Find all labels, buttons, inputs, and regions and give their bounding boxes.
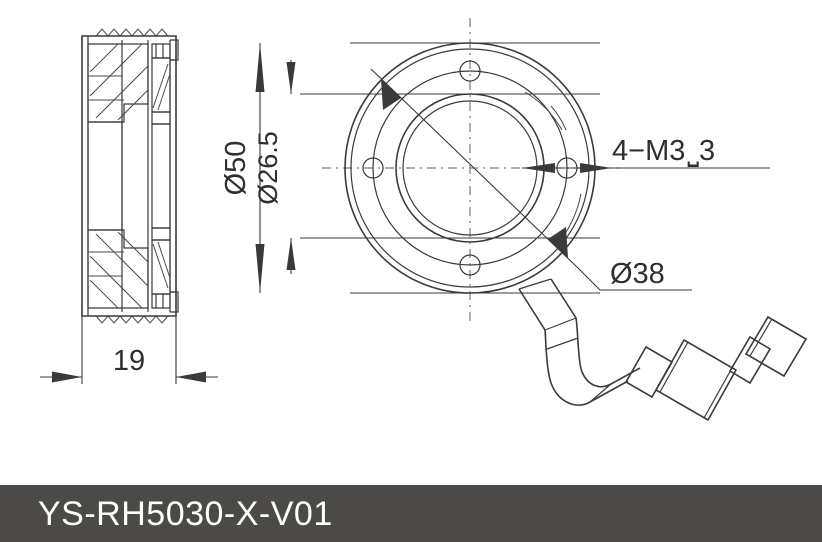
callout-thread-4-m3: 4−M3⎵3: [522, 135, 770, 173]
part-number-caption-bar: YS-RH5030-X-V01: [0, 485, 822, 542]
part-number-label: YS-RH5030-X-V01: [38, 494, 333, 533]
bolt-hole-west: [362, 157, 384, 179]
bolt-hole-south: [459, 254, 481, 276]
cable-gland-assembly: [518, 278, 808, 422]
dimension-label-od: Ø50: [220, 141, 252, 196]
side-flange-lower-left: [87, 229, 149, 309]
side-section-view: [81, 28, 179, 384]
side-projection-lines: [81, 316, 177, 384]
side-outer-profile: [81, 35, 177, 317]
side-detail-lower-right: [151, 227, 179, 313]
side-detail-upper-right: [151, 39, 179, 125]
front-view: [322, 18, 808, 422]
callout-label-thread: 4−M3⎵3: [612, 135, 715, 167]
side-flange-upper-left: [87, 43, 149, 123]
dimension-label-bore: Ø26.5: [253, 131, 283, 205]
leader-bolt-circle-diameter: Ø38: [370, 68, 692, 291]
side-wall-right-mid: [151, 123, 171, 229]
dimension-outer-diameter: Ø50: [220, 42, 600, 294]
bolt-hole-north: [459, 60, 481, 82]
side-cavity-left: [87, 121, 123, 231]
callout-thread-prefix: 4−M3: [612, 135, 685, 167]
dimension-label-thickness: 19: [113, 345, 145, 377]
side-knurl-top: [95, 28, 169, 37]
side-knurl-bottom: [95, 315, 169, 324]
callout-thread-depth: 3: [699, 135, 715, 167]
dimension-thickness-19: 19: [40, 345, 218, 383]
side-core-column: [121, 40, 149, 312]
dimension-label-bcd: Ø38: [610, 258, 665, 290]
depth-symbol: ⎵: [687, 135, 699, 167]
